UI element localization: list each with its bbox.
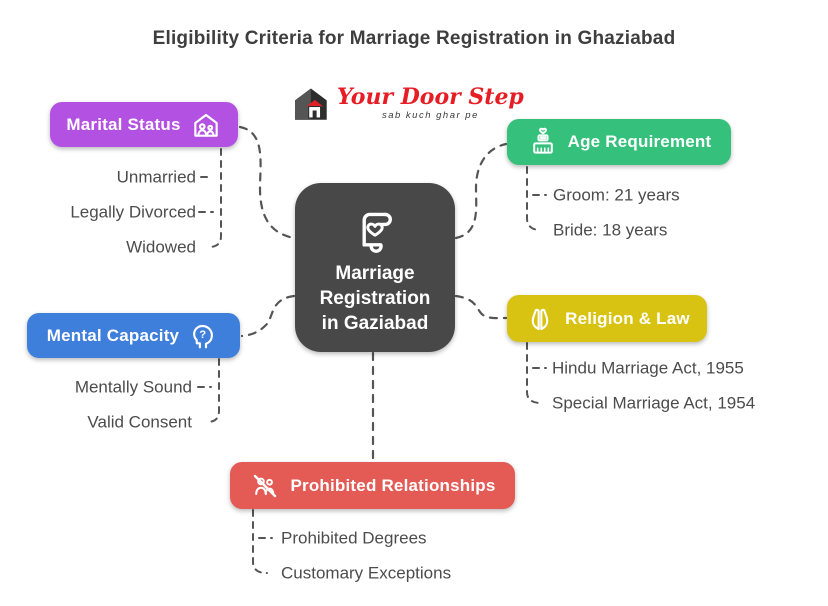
edge-prohibited-items — [252, 509, 268, 574]
branch-label: Prohibited Relationships — [290, 475, 496, 495]
central-label-line1: Marriage — [335, 262, 415, 284]
branch-node-age-requirement: Age Requirement — [507, 119, 731, 165]
central-label-line3: in Gaziabad — [321, 313, 429, 335]
svg-text:?: ? — [199, 329, 206, 341]
edge-center-marital — [238, 125, 296, 240]
item-groom-age: Groom: 21 years — [553, 185, 680, 205]
logo-name: Your Door Step — [337, 83, 524, 110]
item-widowed: Widowed — [126, 237, 196, 257]
branch-label: Age Requirement — [567, 132, 712, 151]
edge-age-items — [526, 166, 542, 231]
edge-marital-items — [208, 148, 222, 248]
branch-node-prohibited-relationships: Prohibited Relationships — [230, 462, 515, 509]
branch-label: Mental Capacity — [46, 325, 180, 345]
item-unmarried: Unmarried — [116, 167, 196, 187]
central-node: Marriage Registration in Gaziabad — [295, 183, 455, 352]
branch-label: Religion & Law — [565, 308, 690, 328]
edge-mental-items — [206, 358, 220, 423]
edge-religion-items — [526, 342, 542, 404]
edge-center-age — [454, 142, 508, 240]
central-label-line2: Registration — [319, 287, 431, 309]
branch-node-marital-status: Marital Status — [50, 102, 238, 147]
wedding-cake-icon — [532, 127, 553, 154]
central-node-label: Marriage Registration in Gaziabad — [320, 261, 431, 336]
head-question-icon: ? — [193, 324, 214, 348]
item-valid-consent: Valid Consent — [87, 412, 192, 432]
scroll-heart-icon — [362, 212, 392, 253]
edge-center-mental — [240, 294, 296, 338]
item-hindu-marriage-act: Hindu Marriage Act, 1955 — [552, 358, 744, 378]
item-bride-age: Bride: 18 years — [553, 220, 668, 240]
branch-label: Marital Status — [66, 114, 181, 134]
no-relationship-icon — [254, 474, 277, 497]
item-legally-divorced: Legally Divorced — [70, 202, 196, 222]
branch-node-religion-law: Religion & Law — [507, 295, 707, 342]
item-special-marriage-act: Special Marriage Act, 1954 — [552, 393, 756, 413]
brand-logo: Your Door Step sab kuch ghar pe — [288, 82, 524, 124]
page-title: Eligibility Criteria for Marriage Regist… — [152, 28, 676, 49]
item-customary-exceptions: Customary Exceptions — [281, 563, 452, 583]
branch-node-mental-capacity: Mental Capacity ? — [27, 313, 240, 358]
edge-center-religion — [454, 294, 508, 320]
family-home-icon — [193, 113, 218, 137]
item-mentally-sound: Mentally Sound — [74, 377, 192, 397]
logo-house-icon — [295, 88, 327, 120]
praying-hands-icon — [531, 308, 549, 330]
logo-text: Your Door Step sab kuch ghar pe — [337, 86, 524, 121]
item-prohibited-degrees: Prohibited Degrees — [281, 528, 427, 548]
logo-tagline: sab kuch ghar pe — [381, 109, 479, 121]
